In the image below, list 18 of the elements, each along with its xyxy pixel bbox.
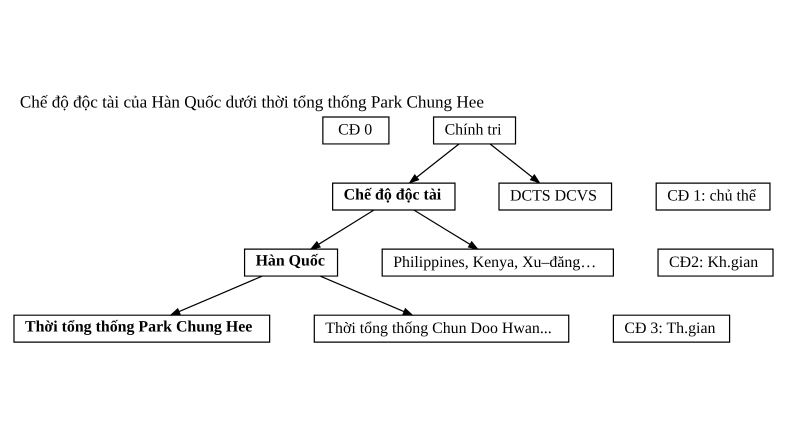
node-box: Chế độ độc tài (332, 182, 456, 211)
node-box: DCTS DCVS (498, 182, 612, 211)
node-box: CĐ 3: Th.gian (612, 314, 730, 343)
arrow (413, 210, 479, 250)
node-box: Hàn Quốc (243, 248, 338, 277)
arrow (489, 144, 540, 184)
diagram-title: Chế độ độc tài của Hàn Quốc dưới thời tổng thống Park Chung Hee (19, 92, 484, 112)
arrow (319, 276, 414, 316)
node-box: Philippines, Kenya, Xu–đăng… (381, 248, 614, 277)
arrow (309, 210, 374, 250)
node-box: CĐ 0 (322, 116, 390, 145)
arrow (168, 276, 262, 316)
node-box: Thời tổng thống Park Chung Hee (12, 314, 270, 343)
node-box: CĐ2: Kh.gian (656, 248, 774, 277)
node-box: Chính tri (432, 116, 516, 145)
arrow (408, 144, 459, 184)
node-box: Thời tổng thống Chun Doo Hwan... (313, 314, 569, 343)
node-box: CĐ 1: chủ thể (655, 182, 770, 211)
